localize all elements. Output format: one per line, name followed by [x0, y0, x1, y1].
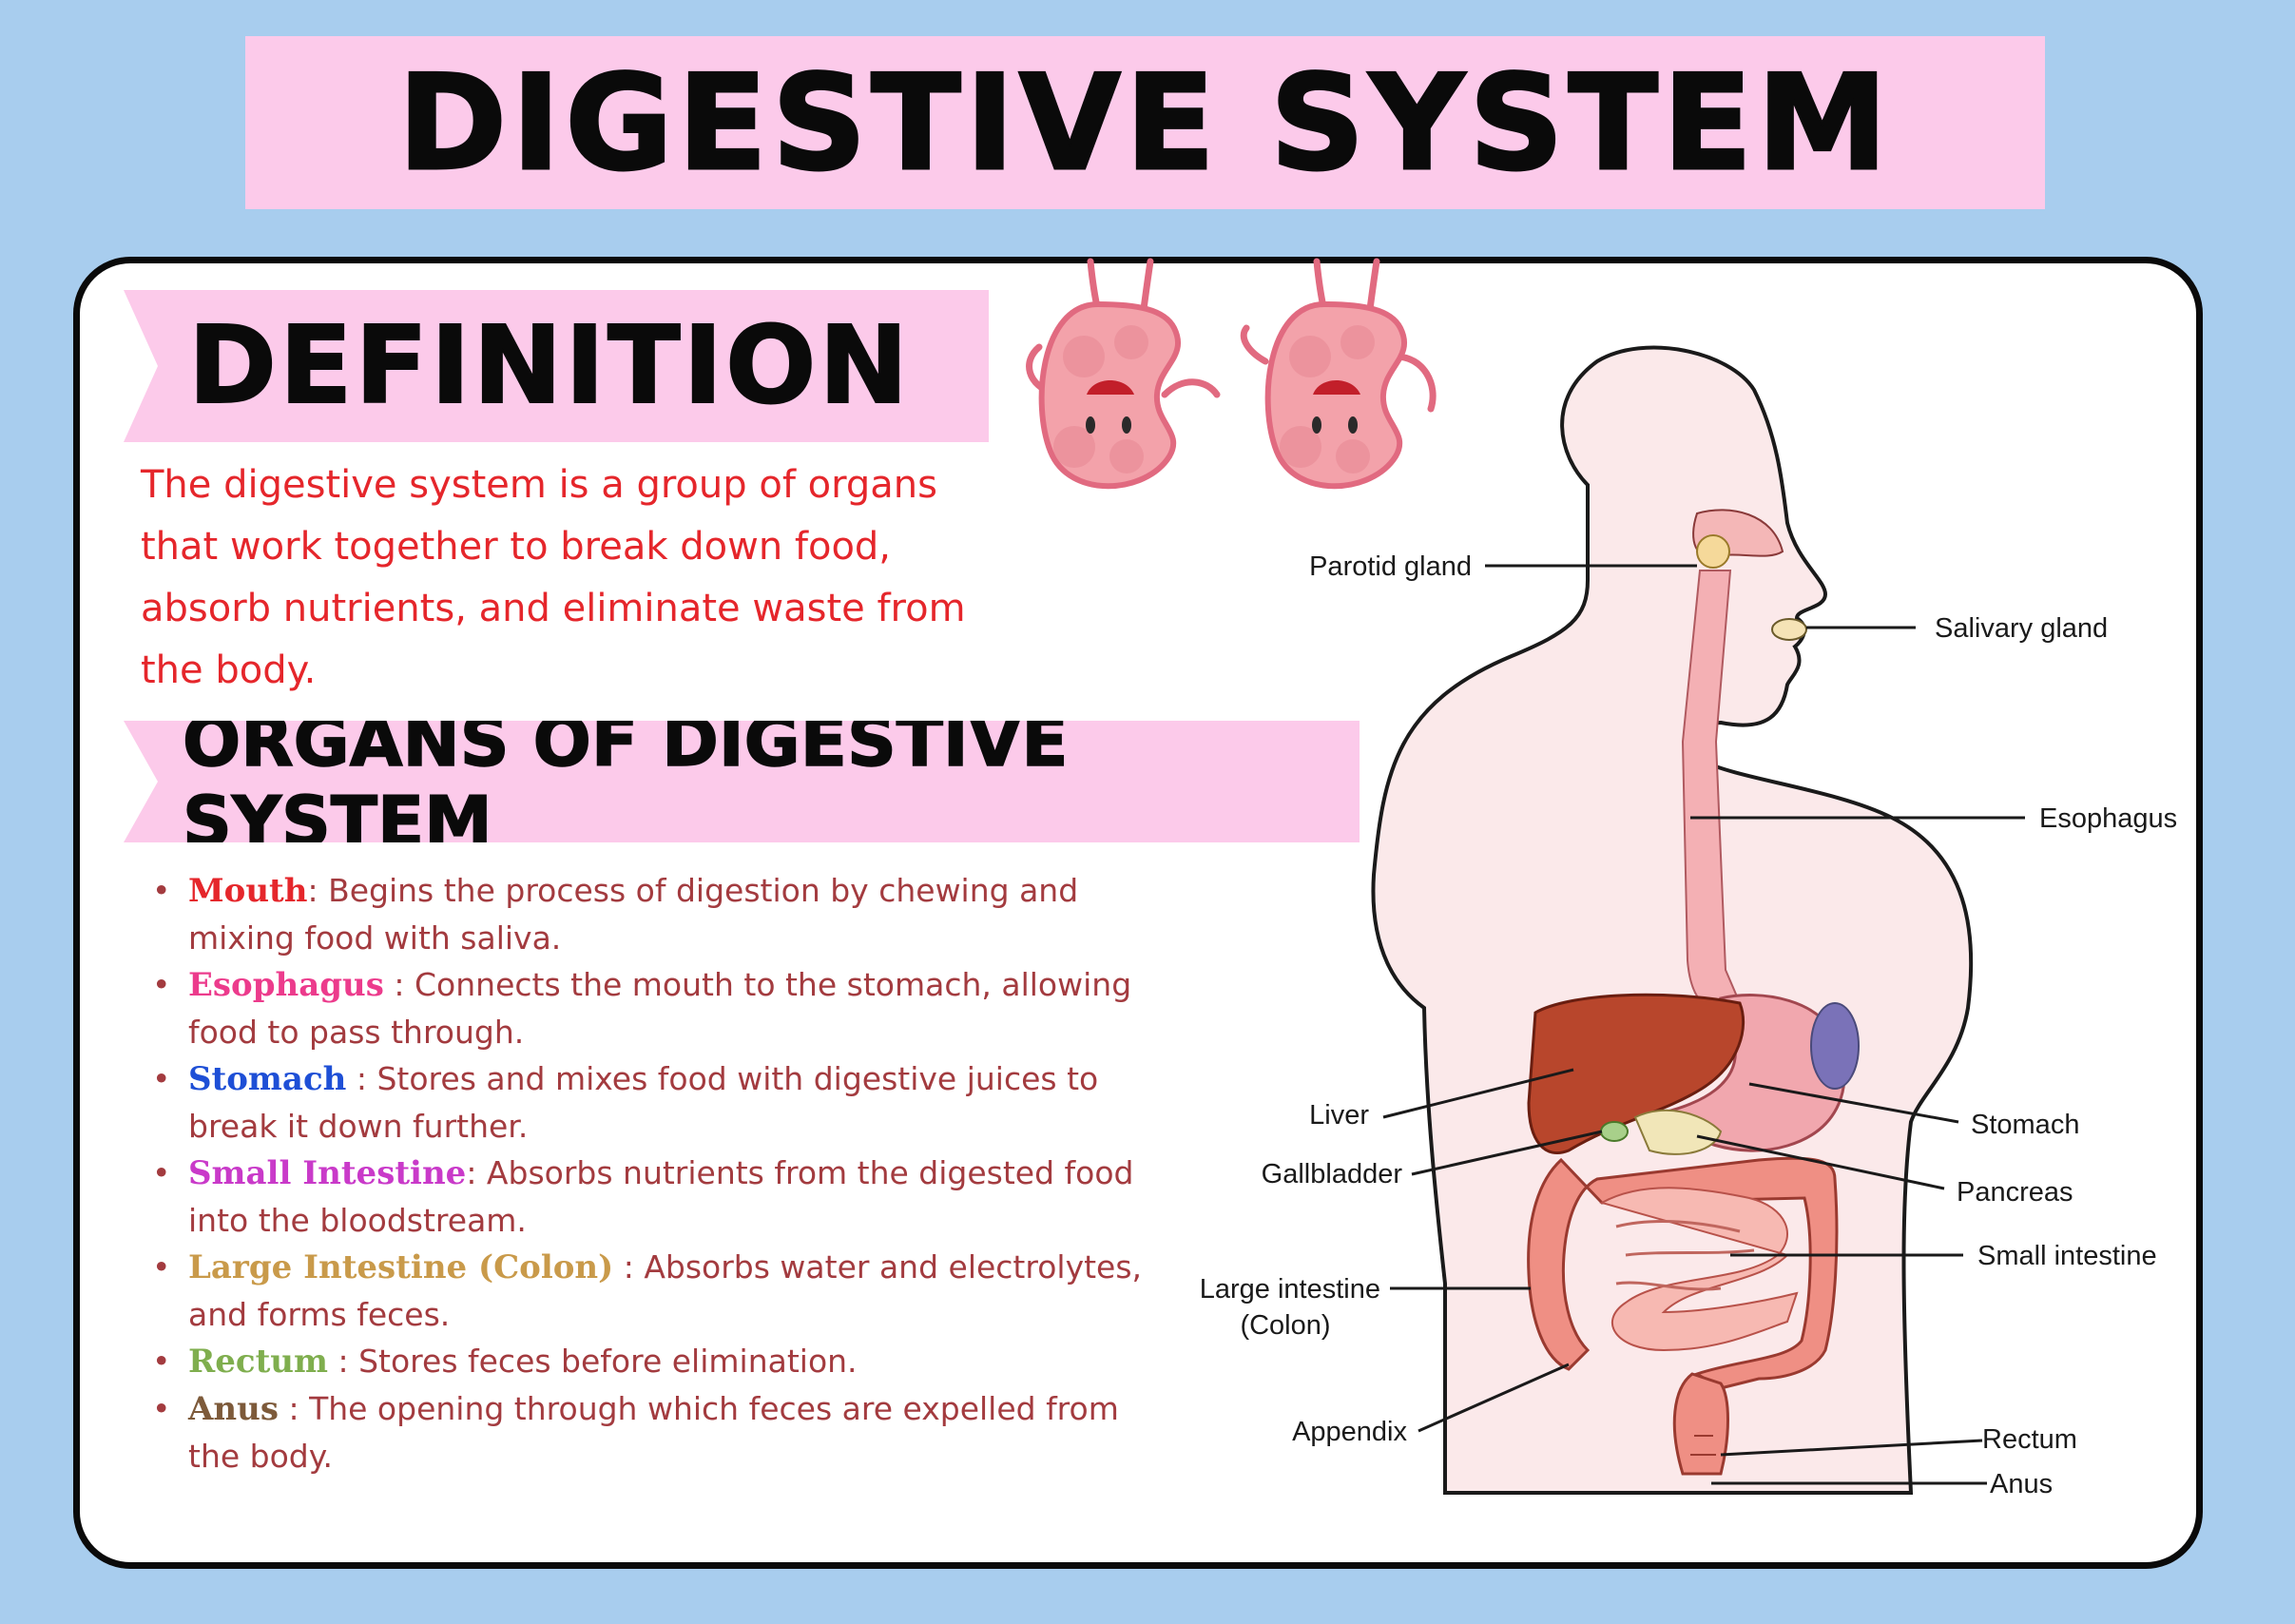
organ-list-item: Large Intestine (Colon) : Absorbs water …	[152, 1244, 1150, 1338]
organ-description: : The opening through which feces are ex…	[188, 1390, 1119, 1475]
label-small-intestine: Small intestine	[1977, 1241, 2157, 1271]
label-parotid-gland: Parotid gland	[1309, 551, 1472, 582]
liver-shape	[1527, 993, 1745, 1154]
page-title: DIGESTIVE SYSTEM	[396, 45, 1893, 201]
organs-list: Mouth: Begins the process of digestion b…	[152, 867, 1150, 1479]
organ-description: : Connects the mouth to the stomach, all…	[188, 966, 1132, 1051]
organ-name: Anus	[188, 1390, 279, 1428]
organ-name: Small Intestine	[188, 1154, 467, 1192]
rectum-shape	[1672, 1372, 1729, 1476]
large-intestine-shape	[1527, 1156, 1839, 1390]
organ-list-item: Small Intestine: Absorbs nutrients from …	[152, 1150, 1150, 1244]
organ-description: : Stores and mixes food with digestive j…	[188, 1060, 1099, 1145]
title-banner: DIGESTIVE SYSTEM	[245, 36, 2045, 209]
definition-text: The digestive system is a group of organ…	[141, 463, 966, 692]
organ-description: : Absorbs nutrients from the digested fo…	[188, 1154, 1134, 1239]
label-anus: Anus	[1990, 1469, 2053, 1499]
organ-list-item: Esophagus : Connects the mouth to the st…	[152, 961, 1150, 1055]
organ-name: Large Intestine (Colon)	[188, 1248, 614, 1286]
gallbladder-shape	[1600, 1121, 1629, 1142]
organs-heading: ORGANS OF DIGESTIVE SYSTEM	[182, 702, 1069, 861]
organ-list-item: Anus : The opening through which feces a…	[152, 1385, 1150, 1479]
cartoon-stomachs-illustration	[1026, 258, 1437, 490]
label-liver: Liver	[1309, 1100, 1369, 1131]
organ-description: : Absorbs water and electrolytes, and fo…	[188, 1248, 1143, 1333]
organ-list-item: Mouth: Begins the process of digestion b…	[152, 867, 1150, 961]
label-gallbladder: Gallbladder	[1262, 1159, 1403, 1189]
organs-ribbon: ORGANS OF DIGESTIVE SYSTEM	[124, 721, 1360, 842]
label-large-intestine: Large intestine	[1200, 1274, 1380, 1305]
organ-description: : Begins the process of digestion by che…	[188, 872, 1079, 957]
pancreas-shape	[1633, 1109, 1723, 1155]
salivary-gland-shape	[1771, 618, 1807, 641]
organ-list-item: Rectum : Stores feces before elimination…	[152, 1338, 1150, 1385]
label-colon: (Colon)	[1240, 1310, 1330, 1341]
cartoon-stomach-left-icon	[1026, 258, 1221, 490]
organ-name: Esophagus	[188, 966, 384, 1004]
label-esophagus: Esophagus	[2039, 803, 2177, 834]
organ-name: Stomach	[188, 1060, 347, 1098]
label-appendix: Appendix	[1292, 1417, 1407, 1447]
definition-ribbon: DEFINITION	[124, 290, 989, 442]
small-intestine-shape	[1599, 1187, 1799, 1352]
label-pancreas: Pancreas	[1957, 1177, 2073, 1208]
label-salivary-gland: Salivary gland	[1935, 613, 2108, 644]
digestive-anatomy-diagram: Parotid gland Salivary gland Esophagus L…	[1200, 345, 2177, 1499]
stomach-shape	[1661, 994, 1846, 1152]
label-rectum: Rectum	[1982, 1424, 2077, 1455]
parotid-gland-shape	[1696, 534, 1730, 569]
organ-name: Mouth	[188, 872, 308, 910]
organ-name: Rectum	[188, 1343, 328, 1381]
organ-description: : Stores feces before elimination.	[328, 1343, 858, 1380]
organ-list-item: Stomach : Stores and mixes food with dig…	[152, 1055, 1150, 1150]
label-stomach: Stomach	[1971, 1110, 2079, 1140]
cartoon-stomach-right-icon	[1240, 258, 1437, 490]
definition-heading: DEFINITION	[187, 303, 912, 429]
